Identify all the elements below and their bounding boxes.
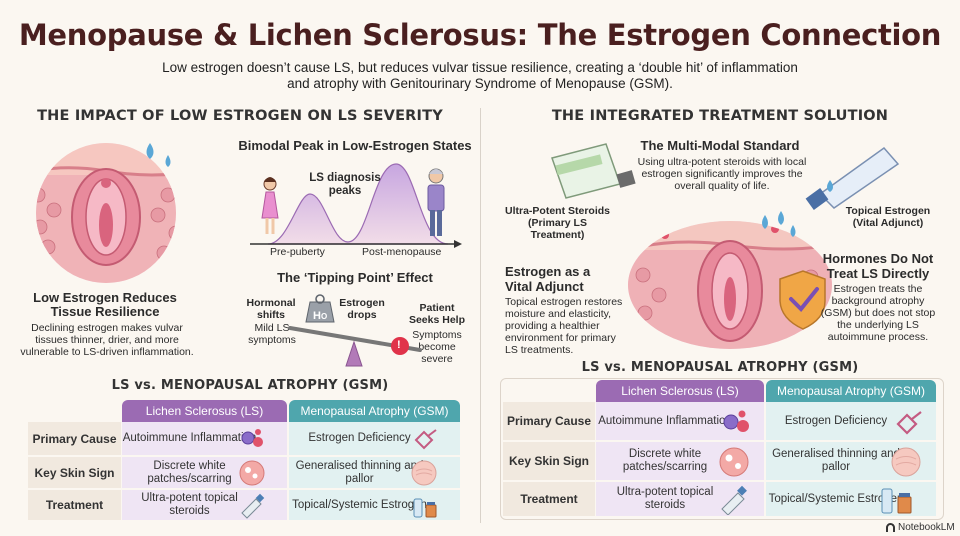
steroids-label: Ultra-Potent Steroids (Primary LS Treatm…	[505, 205, 611, 241]
weight-label: HO	[313, 310, 328, 322]
water-drop-icon	[827, 180, 833, 192]
tipping-hormonal-label: Hormonal shifts	[246, 297, 296, 321]
girl-figure-icon	[261, 177, 279, 234]
multimodal-title: The Multi-Modal Standard	[640, 138, 800, 153]
estrogen-molecule-icon	[414, 429, 437, 450]
hormones-title: Hormones Do Not Treat LS Directly	[822, 251, 934, 281]
estrogen-label: Topical Estrogen (Vital Adjunct)	[845, 205, 931, 229]
tipping-severe-label: Symptoms become severe	[412, 329, 462, 365]
tipping-title: The ‘Tipping Point’ Effect	[277, 270, 433, 285]
left-cell-gsm-cause: Estrogen Deficiency	[289, 422, 460, 457]
left-row-label-sign: Key Skin Sign	[28, 457, 121, 490]
left-section-heading: THE IMPACT OF LOW ESTROGEN ON LS SEVERIT…	[37, 108, 443, 124]
estrogen-products-icon	[881, 488, 912, 514]
thin-skin-icon	[891, 447, 921, 477]
water-drop-icon	[146, 143, 154, 159]
adjunct-body: Topical estrogen restores moisture and e…	[505, 296, 623, 356]
vulvar-tissue-illustration	[36, 143, 176, 283]
white-patches-skin-icon	[719, 447, 749, 477]
autoimmune-cells-icon	[241, 429, 263, 447]
steroid-cream-tube-icon	[241, 493, 265, 519]
bimodal-title: Bimodal Peak in Low-Estrogen States	[238, 138, 472, 153]
right-table-title: LS vs. MENOPAUSAL ATROPHY (GSM)	[581, 360, 859, 375]
tipping-patient-label: Patient Seeks Help	[408, 302, 466, 326]
left-table-col-gsm: Menopausal Atrophy (GSM)	[289, 400, 460, 422]
left-row-label-cause: Primary Cause	[28, 422, 121, 457]
right-table-col-ls: Lichen Sclerosus (LS)	[596, 380, 764, 402]
tissue-resilience-body: Declining estrogen makes vulvar tissues …	[20, 322, 194, 358]
shield-check-icon	[779, 270, 826, 330]
column-divider	[480, 108, 481, 523]
right-section-heading: THE INTEGRATED TREATMENT SOLUTION	[551, 108, 889, 124]
brand-mark: NotebookLM	[886, 522, 955, 533]
alert-icon	[391, 337, 409, 355]
seesaw-diagram	[288, 294, 422, 367]
tipping-estrogen-drops-label: Estrogen drops	[339, 297, 385, 321]
older-woman-figure-icon	[427, 168, 445, 236]
page-title: Menopause & Lichen Sclerosus: The Estrog…	[18, 18, 942, 52]
tissue-resilience-title: Low Estrogen Reduces Tissue Resilience	[33, 290, 177, 319]
alert-label: !	[397, 339, 401, 351]
bimodal-x-left: Pre-puberty	[270, 246, 325, 258]
white-patches-skin-icon	[239, 460, 265, 486]
steroid-cream-tube-icon	[721, 485, 747, 515]
notebooklm-logo-icon	[886, 523, 895, 532]
right-row-label-sign: Key Skin Sign	[503, 442, 595, 482]
adjunct-title: Estrogen as a Vital Adjunct	[505, 264, 591, 294]
right-row-label-cause: Primary Cause	[503, 402, 595, 442]
weight-icon	[305, 301, 335, 323]
right-row-label-treatment: Treatment	[503, 482, 595, 518]
hormones-body: Estrogen treats the background atrophy (…	[820, 283, 936, 343]
treated-tissue-illustration	[628, 211, 832, 349]
right-cell-ls-treatment: Ultra-potent topical steroids	[596, 482, 764, 518]
left-table-title: LS vs. MENOPAUSAL ATROPHY (GSM)	[111, 378, 389, 393]
bimodal-curve-diagram	[250, 163, 462, 248]
estrogen-tube-illustration	[805, 146, 900, 210]
multimodal-body: Using ultra-potent steroids with local e…	[637, 156, 807, 192]
bimodal-peak-label: LS diagnosis peaks	[309, 172, 381, 197]
left-row-label-treatment: Treatment	[28, 490, 121, 522]
right-cell-gsm-cause: Estrogen Deficiency	[766, 402, 936, 442]
bimodal-x-right: Post-menopause	[362, 246, 442, 258]
right-table-col-gsm: Menopausal Atrophy (GSM)	[766, 380, 936, 402]
brand-label: NotebookLM	[898, 522, 955, 533]
estrogen-products-icon	[413, 498, 437, 518]
estrogen-molecule-icon	[896, 411, 922, 435]
left-cell-gsm-sign: Generalised thinning and pallor	[289, 457, 460, 490]
tipping-mild-label: Mild LS symptoms	[248, 322, 296, 346]
left-table-col-ls: Lichen Sclerosus (LS)	[122, 400, 287, 422]
steroid-tube-illustration	[551, 143, 636, 199]
page-subtitle: Low estrogen doesn’t cause LS, but reduc…	[162, 60, 798, 91]
autoimmune-cells-icon	[723, 410, 749, 432]
thin-skin-icon	[411, 460, 437, 486]
